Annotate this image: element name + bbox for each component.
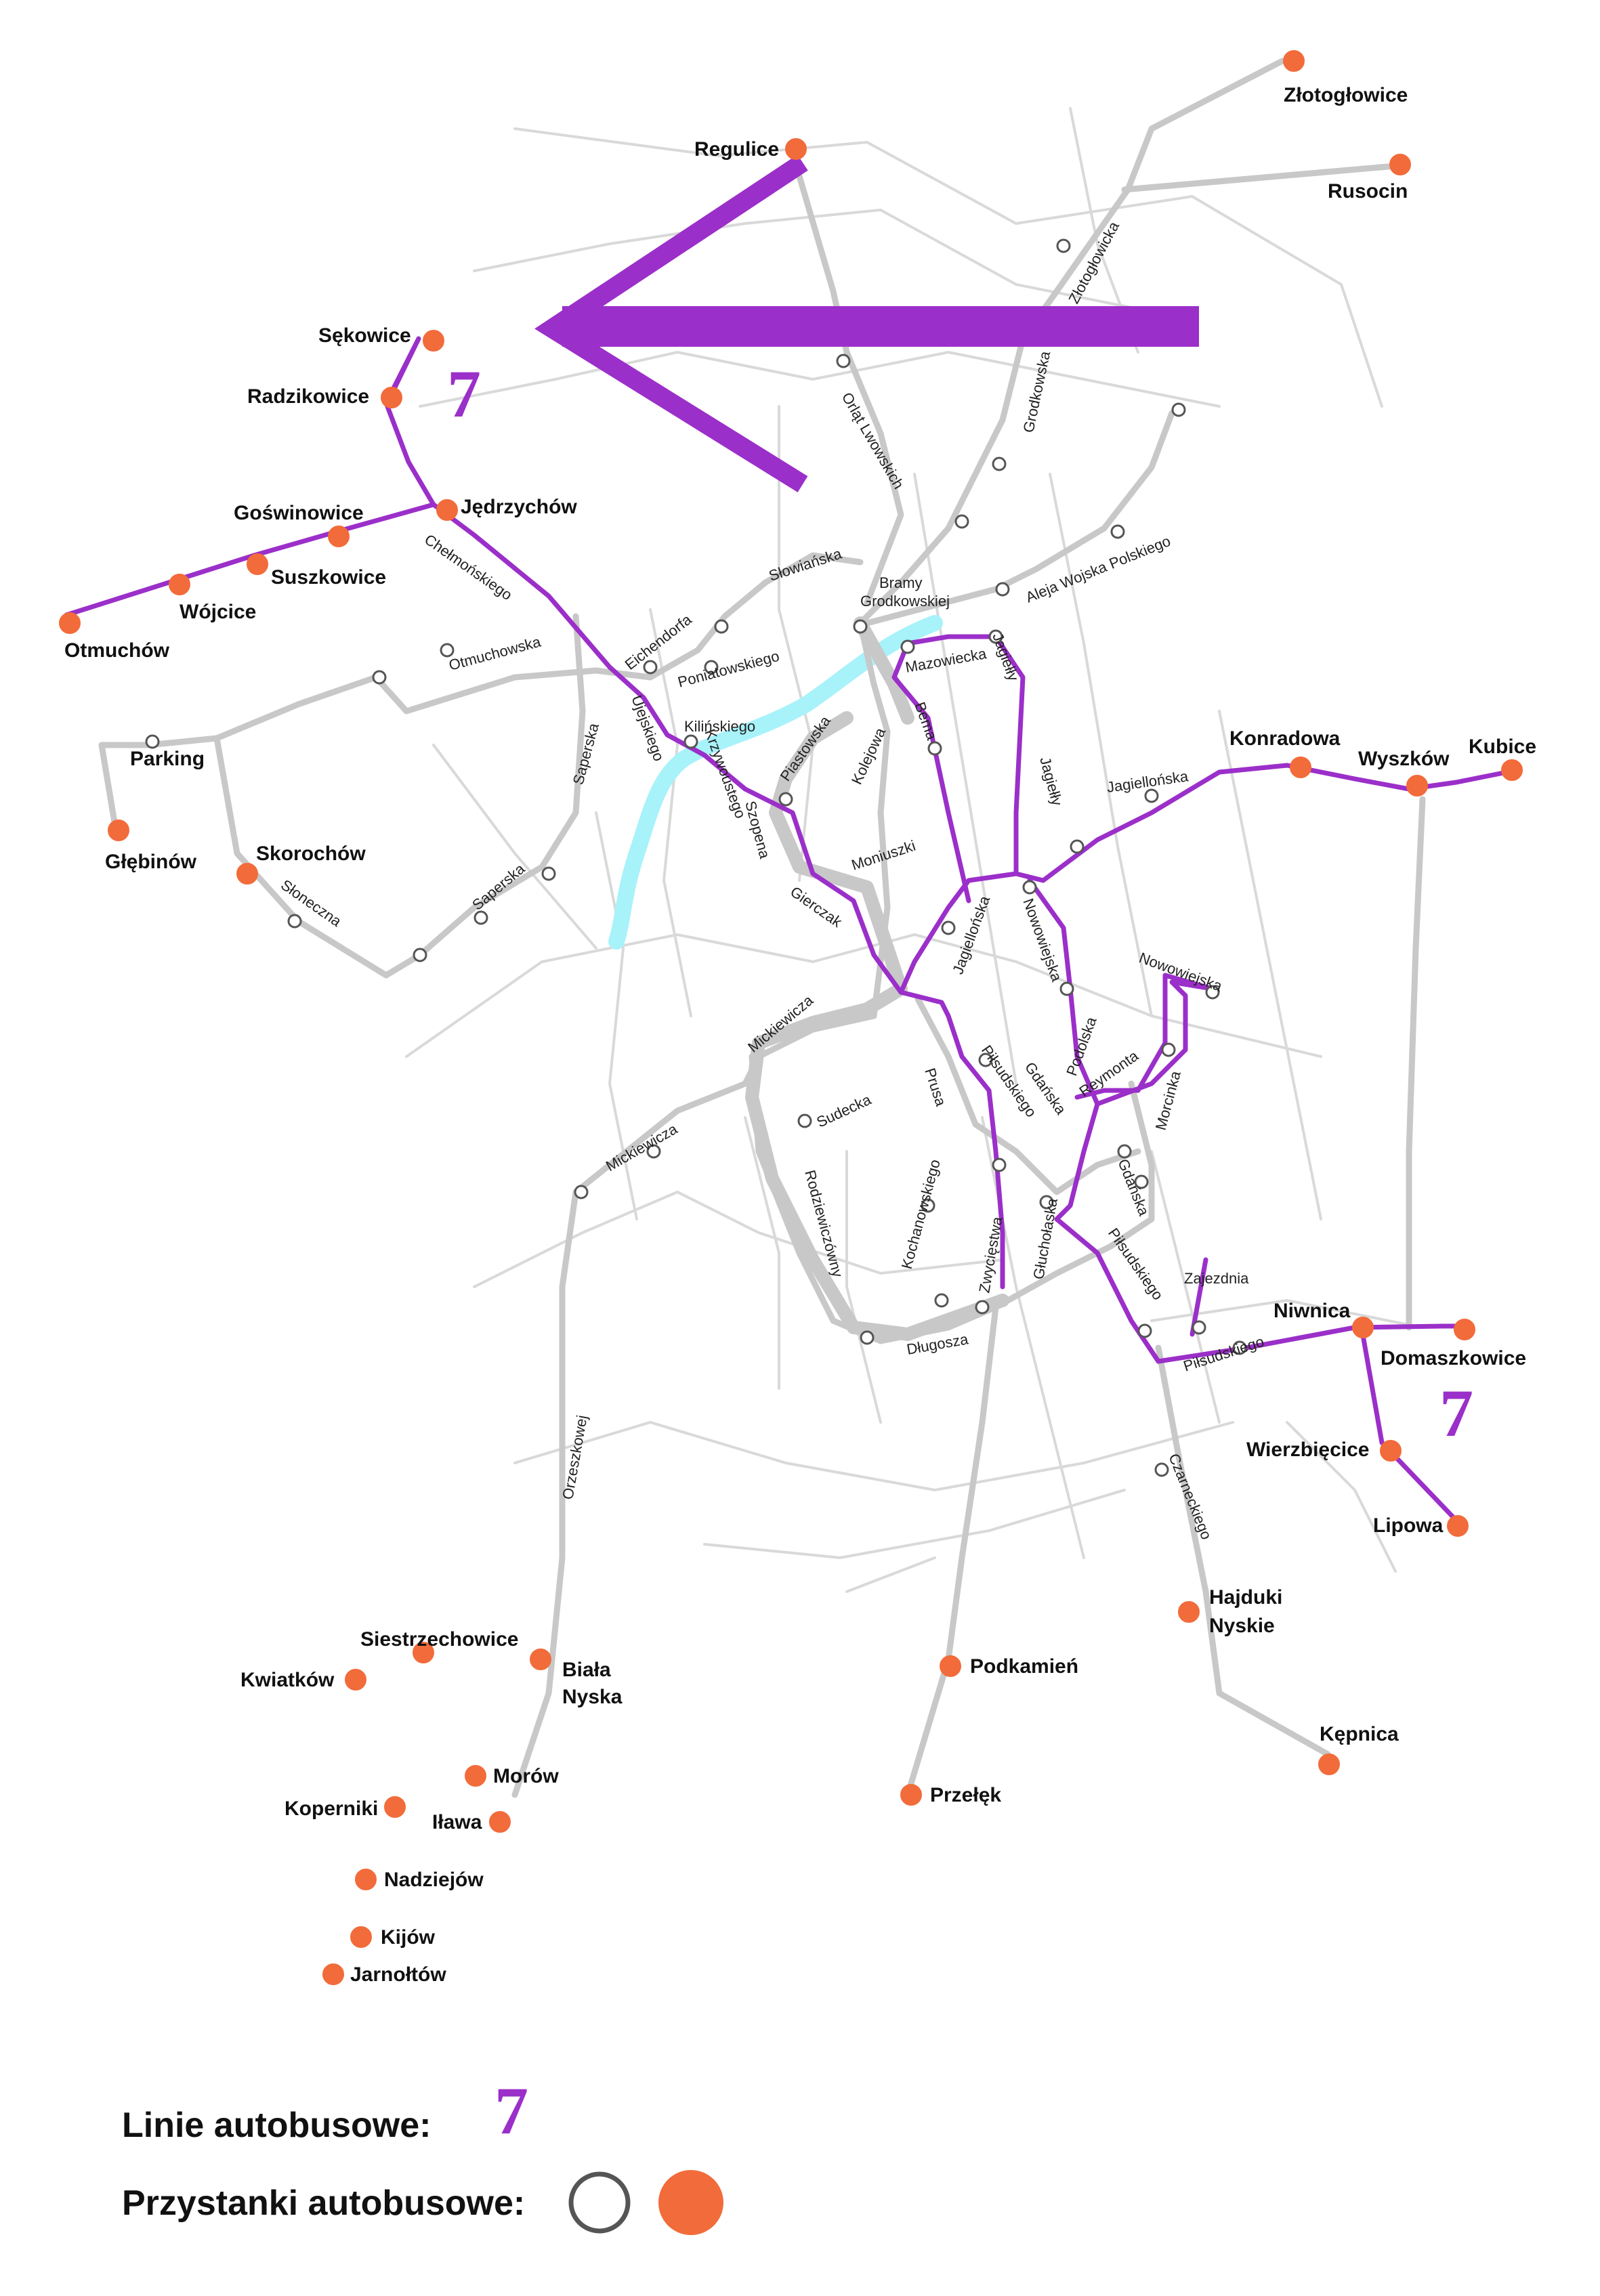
place-label: Biała — [562, 1659, 611, 1681]
street-label: Saperska — [469, 859, 528, 913]
street-label: Bema — [911, 700, 940, 742]
street-label: Jagiełły — [1036, 755, 1066, 807]
place-label: Jędrzychów — [461, 496, 577, 518]
place-label: Złotogłowice — [1284, 84, 1408, 106]
place-label: Radzikowice — [247, 385, 369, 408]
place-label: Jarnołtów — [350, 1963, 446, 1986]
place-label: Regulice — [694, 138, 779, 161]
street-label: Saperska — [570, 721, 602, 786]
street-label: Otmuchowska — [447, 633, 543, 673]
city-trunk-roads — [745, 616, 1009, 1341]
street-label: Głuchołaska — [1030, 1197, 1061, 1281]
place-label: Nyska — [562, 1686, 623, 1708]
place-label: Kubice — [1469, 736, 1536, 758]
place-label: Domaszkowice — [1381, 1347, 1526, 1369]
place-label: Hajduki — [1209, 1586, 1282, 1609]
place-label: Siestrzechowice — [360, 1628, 518, 1651]
route-number-label: 7 — [1439, 1376, 1473, 1451]
place-labels: Złotogłowice Rusocin Regulice Sękowice R… — [64, 84, 1536, 1986]
street-label: Kilińskiego — [684, 718, 755, 735]
legend-terminal-stop-icon — [658, 2170, 723, 2235]
place-label: Wierzbięcice — [1246, 1439, 1369, 1461]
terminal-stops — [59, 50, 1523, 1985]
legend-stops-label: Przystanki autobusowe: — [122, 2184, 525, 2223]
place-label: Kwiatków — [240, 1669, 335, 1691]
legend-intermediate-stop-icon — [568, 2171, 631, 2234]
street-label: Zajezdnia — [1184, 1270, 1249, 1287]
place-label: Suszkowice — [271, 566, 386, 589]
street-label: Grodkowska — [1019, 349, 1053, 434]
place-label: Iława — [432, 1811, 482, 1833]
minor-street-network — [405, 107, 1424, 1593]
place-label: Parking — [130, 748, 205, 770]
place-label: Nyskie — [1209, 1615, 1275, 1637]
place-label: Wójcice — [180, 601, 256, 623]
place-label: Sękowice — [318, 324, 411, 347]
intermediate-stops — [145, 238, 1247, 1477]
legend: Linie autobusowe: 7 Przystanki autobusow… — [122, 2073, 723, 2235]
place-label: Konradowa — [1229, 727, 1341, 750]
main-roads — [98, 58, 1426, 1798]
street-label: Jagiełły — [989, 631, 1022, 683]
street-label: Orląt Lwowskich — [839, 389, 908, 492]
street-label: Podolska — [1063, 1014, 1100, 1078]
place-label: Wyszków — [1358, 748, 1450, 770]
legend-lines-label: Linie autobusowe: — [122, 2106, 431, 2145]
place-label: Głębinów — [105, 851, 197, 873]
street-label: Mickiewicza — [603, 1120, 681, 1175]
legend-line-number: 7 — [494, 2073, 528, 2148]
street-label: Sudecka — [814, 1090, 875, 1130]
street-label: Eichendorfa — [622, 610, 696, 673]
place-label: Lipowa — [1373, 1514, 1444, 1537]
direction-arrow — [534, 154, 1199, 492]
route-number-label: 7 — [447, 356, 481, 431]
street-label: Bramy — [879, 574, 923, 591]
place-label: Rusocin — [1328, 180, 1408, 203]
place-label: Kępnica — [1320, 1723, 1399, 1745]
place-label: Kijów — [381, 1926, 436, 1949]
place-label: Otmuchów — [64, 639, 170, 662]
street-label: Kochanowskiego — [898, 1157, 944, 1271]
street-label: Chełmońskiego — [421, 531, 515, 603]
street-labels: Złotogłowicka Grodkowska Orląt Lwowskich… — [278, 218, 1266, 1542]
street-label: Szopena — [742, 799, 774, 861]
place-label: Morów — [493, 1765, 559, 1787]
place-label: Skorochów — [256, 843, 366, 865]
street-label: Grodkowskiej — [860, 593, 950, 610]
place-label: Podkamień — [970, 1655, 1078, 1678]
place-label: Goświnowice — [234, 502, 364, 524]
place-label: Przełęk — [930, 1784, 1001, 1806]
place-label: Nadziejów — [384, 1869, 484, 1891]
place-label: Koperniki — [285, 1798, 378, 1820]
street-label: Jagiellońska — [949, 893, 993, 977]
street-label: Gdańska — [1114, 1157, 1152, 1219]
street-label: Prusa — [921, 1066, 950, 1109]
bus-route-7 — [64, 336, 1510, 1523]
place-label: Niwnica — [1273, 1300, 1351, 1322]
street-label: Aleja Wojska Polskiego — [1024, 532, 1173, 606]
